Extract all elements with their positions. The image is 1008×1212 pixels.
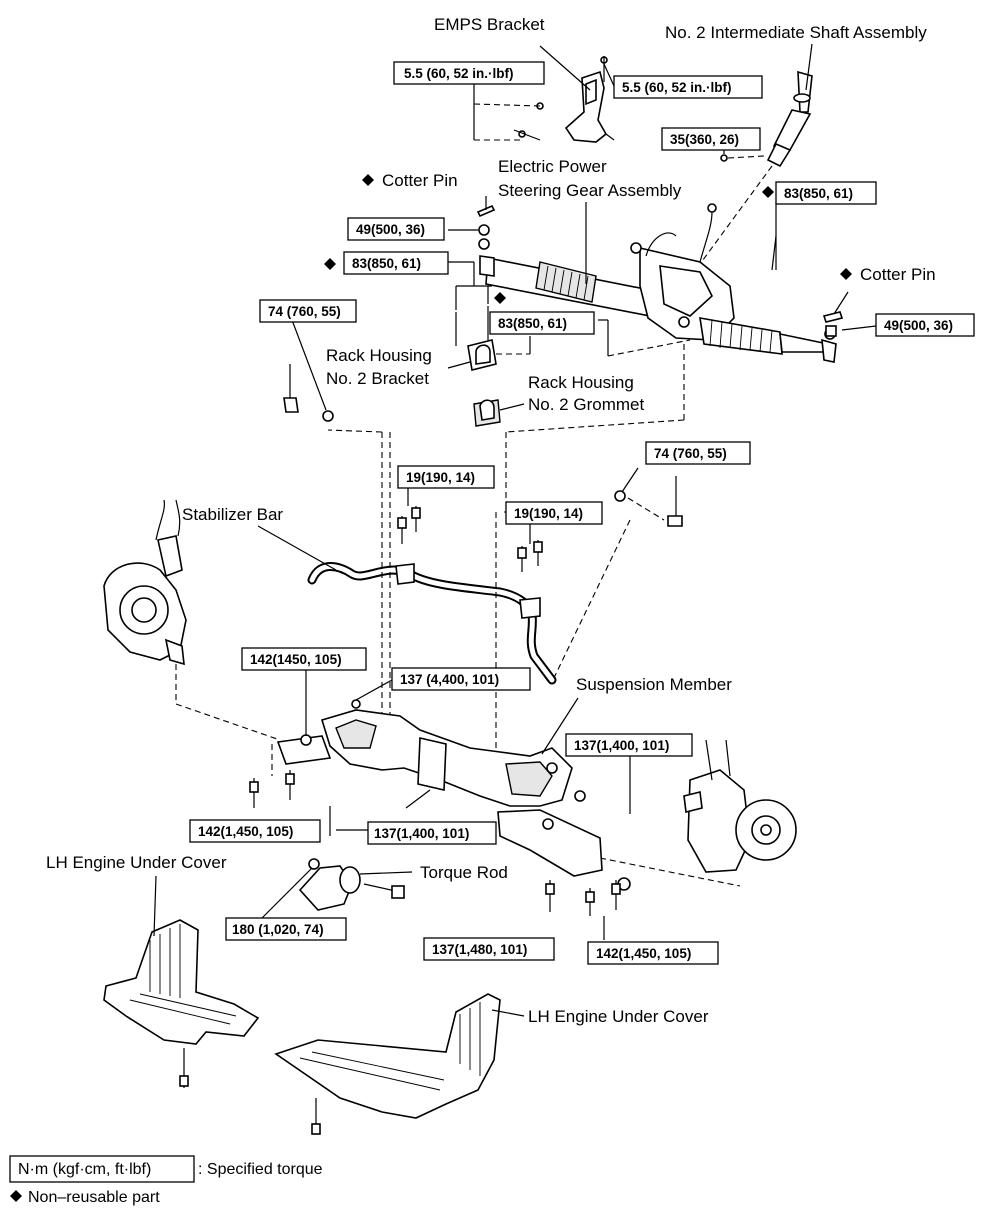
cotter-pin-left-part — [476, 196, 496, 218]
suspension-member-part — [276, 699, 631, 891]
suspension-member-label: Suspension Member — [576, 675, 732, 694]
svg-text:137(1,480, 101): 137(1,480, 101) — [432, 942, 527, 957]
emps-bracket-label: EMPS Bracket — [434, 15, 545, 34]
emps-leader — [539, 45, 591, 91]
torque-box-member-center-bottom: 137(1,400, 101) — [367, 821, 497, 845]
emps-bracket-part — [513, 56, 615, 143]
rack-grommet-label-2: No. 2 Grommet — [528, 395, 644, 414]
svg-text:142(1,450, 105): 142(1,450, 105) — [596, 946, 691, 961]
torque-box-bracket-mid: 83(850, 61) — [489, 311, 595, 335]
svg-text:137(1,400, 101): 137(1,400, 101) — [574, 738, 669, 753]
svg-text:19(190, 14): 19(190, 14) — [514, 506, 583, 521]
svg-text:83(850, 61): 83(850, 61) — [352, 256, 421, 271]
torque-box-cotter-left: 49(500, 36) — [347, 217, 445, 241]
svg-text:142(1,450, 105): 142(1,450, 105) — [198, 824, 293, 839]
lh-under-cover-2-part — [274, 993, 501, 1135]
torque-box-member-bottom-right: 142(1,450, 105) — [587, 941, 719, 965]
svg-text:5.5 (60, 52 in.·lbf): 5.5 (60, 52 in.·lbf) — [404, 66, 514, 81]
torque-box-gear-right: 83(850, 61) — [775, 181, 877, 205]
left-knuckle-part — [103, 499, 187, 666]
stabilizer-link-right-part — [614, 476, 683, 527]
torque-box-member-center-top: 137 (4,400, 101) — [391, 667, 531, 691]
legend: N·m (kgf·cm, ft·lbf) : Specified torque … — [9, 1155, 323, 1206]
torque-box-stab-bracket-right: 19(190, 14) — [505, 501, 603, 525]
cotter-pin-left-label: Cotter Pin — [382, 171, 458, 190]
torque-box-stab-link-left: 74 (760, 55) — [259, 299, 357, 323]
torque-rod-part — [298, 858, 405, 911]
cotter-pin-right-label: Cotter Pin — [860, 265, 936, 284]
lh-under-cover-1-part — [103, 919, 260, 1088]
svg-text:5.5 (60, 52 in.·lbf): 5.5 (60, 52 in.·lbf) — [622, 80, 732, 95]
svg-text:83(850, 61): 83(850, 61) — [784, 186, 853, 201]
svg-text:35(360, 26): 35(360, 26) — [670, 132, 739, 147]
torque-box-emps-left: 5.5 (60, 52 in.·lbf) — [393, 61, 545, 85]
svg-text:142(1450, 105): 142(1450, 105) — [250, 652, 342, 667]
torque-rod-label: Torque Rod — [420, 863, 508, 882]
rack-grommet-label-1: Rack Housing — [528, 373, 634, 392]
intermediate-shaft-label: No. 2 Intermediate Shaft Assembly — [665, 23, 927, 42]
torque-box-tie-rod-left: 83(850, 61) — [343, 251, 449, 275]
svg-text:49(500, 36): 49(500, 36) — [356, 222, 425, 237]
svg-text:74 (760, 55): 74 (760, 55) — [268, 304, 341, 319]
legend-non-reusable: Non–reusable part — [28, 1189, 160, 1206]
diamond-icon — [10, 1190, 22, 1202]
legend-torque-unit: N·m (kgf·cm, ft·lbf) — [18, 1161, 151, 1178]
diamond-icon — [324, 258, 336, 270]
intermediate-shaft-part — [766, 70, 813, 168]
torque-box-member-right-top: 137(1,400, 101) — [565, 733, 693, 757]
steering-gear-label-1: Electric Power — [498, 157, 607, 176]
diamond-icon — [362, 174, 374, 186]
svg-text:137(1,400, 101): 137(1,400, 101) — [374, 826, 469, 841]
cotter-pin-right-part — [822, 291, 849, 323]
lh-under-cover-label-2: LH Engine Under Cover — [528, 1007, 709, 1026]
lh-under-cover-label-1: LH Engine Under Cover — [46, 853, 227, 872]
torque-box-member-left-top: 142(1450, 105) — [241, 647, 367, 671]
svg-text:74 (760, 55): 74 (760, 55) — [654, 446, 727, 461]
torque-box-cotter-right: 49(500, 36) — [875, 313, 975, 337]
torque-box-stab-bracket-left: 19(190, 14) — [397, 465, 495, 489]
stab-bracket-bolts-left — [397, 506, 421, 544]
stabilizer-bar-label: Stabilizer Bar — [182, 505, 283, 524]
diamond-icon — [494, 292, 506, 304]
torque-box-stab-link-right: 74 (760, 55) — [645, 441, 751, 465]
rack-housing-bracket-part — [455, 306, 497, 371]
stabilizer-bar-part — [307, 562, 557, 685]
svg-text:19(190, 14): 19(190, 14) — [406, 470, 475, 485]
rack-housing-grommet-part — [473, 399, 501, 427]
svg-text:137 (4,400, 101): 137 (4,400, 101) — [400, 672, 499, 687]
stabilizer-link-left-part — [283, 364, 334, 422]
right-knuckle-part — [683, 739, 797, 873]
legend-torque-desc: : Specified torque — [198, 1161, 323, 1178]
rack-bracket-label-2: No. 2 Bracket — [326, 369, 429, 388]
member-bolts-right — [545, 880, 621, 916]
svg-text:83(850, 61): 83(850, 61) — [498, 316, 567, 331]
torque-box-emps-right: 5.5 (60, 52 in.·lbf) — [613, 75, 763, 99]
rack-bracket-label-1: Rack Housing — [326, 346, 432, 365]
torque-box-torque-rod: 180 (1,020, 74) — [225, 917, 347, 941]
member-bolts-left — [249, 770, 331, 836]
legend-torque-box — [9, 1155, 195, 1183]
svg-text:49(500, 36): 49(500, 36) — [884, 318, 953, 333]
torque-box-member-left-bottom: 142(1,450, 105) — [189, 819, 321, 843]
steering-gear-part — [478, 203, 837, 363]
torque-box-shaft: 35(360, 26) — [661, 127, 761, 151]
stab-bracket-bolts-right — [517, 540, 543, 572]
diamond-icon — [762, 186, 774, 198]
svg-text:180 (1,020, 74): 180 (1,020, 74) — [232, 922, 324, 937]
diamond-icon — [840, 268, 852, 280]
steering-gear-label-2: Steering Gear Assembly — [498, 181, 682, 200]
torque-box-member-bottom-center: 137(1,480, 101) — [423, 937, 555, 961]
